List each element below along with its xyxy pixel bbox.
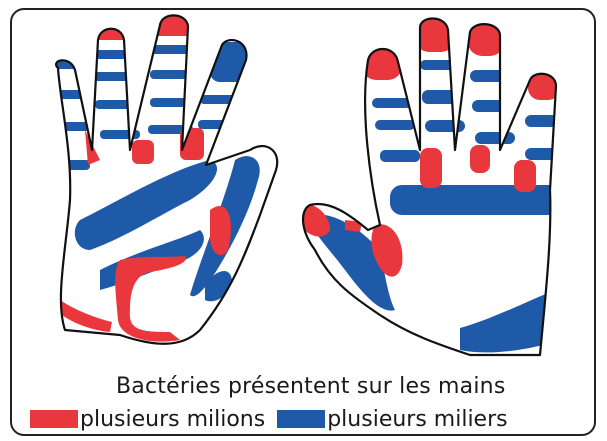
legend-swatch-red bbox=[30, 410, 78, 428]
caption-text: Bactéries présentent sur les mains bbox=[116, 374, 505, 399]
right-hand bbox=[298, 10, 560, 355]
left-hand bbox=[45, 10, 277, 344]
legend-label-thousands: plusieurs miliers bbox=[327, 407, 507, 432]
legend-item-thousands: plusieurs miliers bbox=[277, 407, 507, 432]
legend-label-millions: plusieurs milions bbox=[80, 407, 265, 432]
legend-swatch-blue bbox=[277, 410, 325, 428]
legend: plusieurs milions plusieurs miliers bbox=[30, 404, 508, 434]
legend-item-millions: plusieurs milions bbox=[30, 407, 265, 432]
